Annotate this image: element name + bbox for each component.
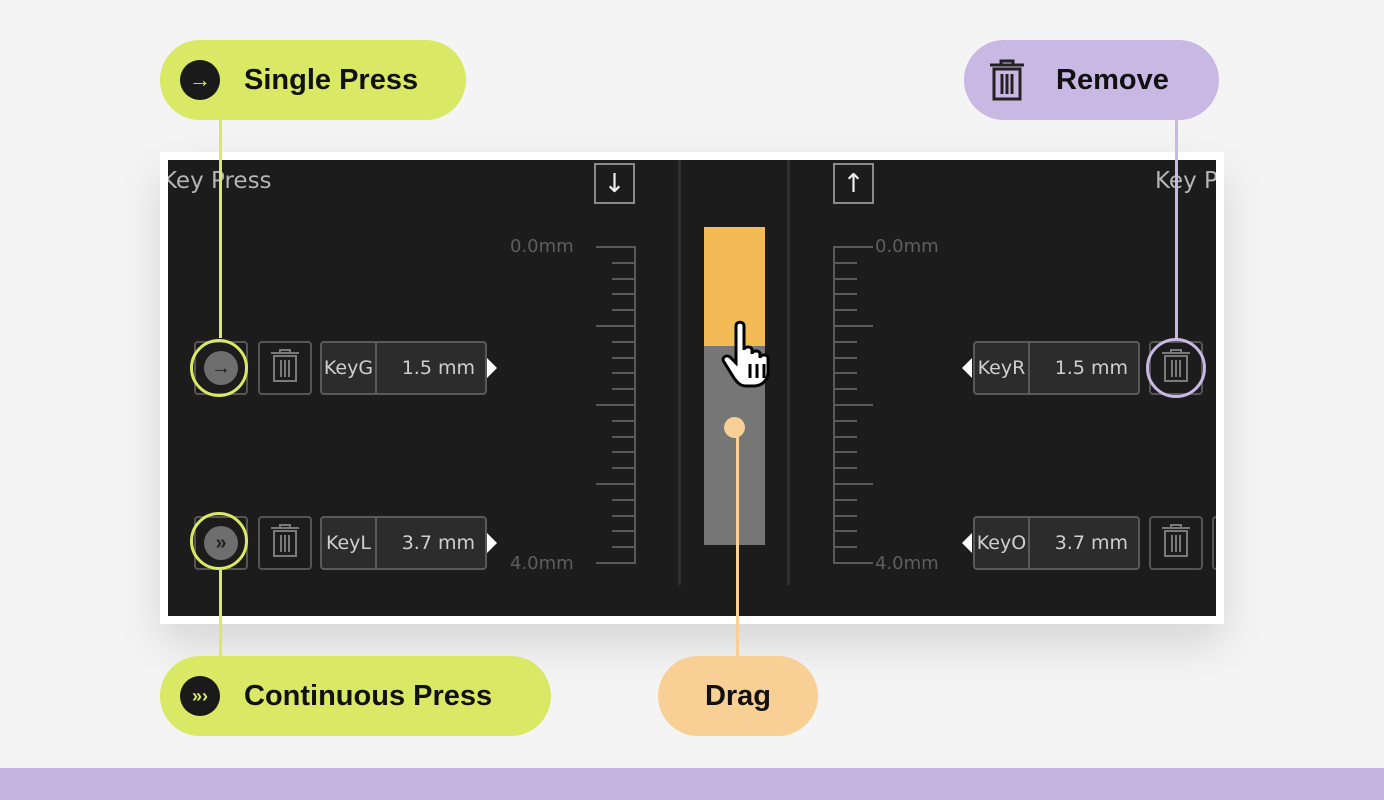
callout-line <box>219 120 222 338</box>
ruler-tick <box>612 372 636 375</box>
ruler-tick <box>612 546 636 549</box>
ruler-tick <box>833 246 873 248</box>
key-label: KeyL <box>322 518 377 568</box>
ruler-tick <box>612 309 636 312</box>
down-arrow-icon[interactable]: ↓ <box>594 163 635 204</box>
ruler-tick <box>612 451 636 454</box>
pointer-left-icon <box>962 533 972 553</box>
arrow-right-icon: → <box>180 60 220 100</box>
ruler-tick <box>833 451 857 454</box>
actuation-value: 3.7 mm <box>401 532 475 554</box>
ruler-tick <box>596 483 636 485</box>
callout-label: Single Press <box>244 63 419 96</box>
ruler-tick <box>612 356 636 359</box>
highlight-ring <box>190 339 248 397</box>
callout-label: Continuous Press <box>244 679 493 712</box>
ruler-tick <box>612 293 636 296</box>
ruler-tick <box>596 404 636 406</box>
ruler-tick <box>833 435 857 438</box>
callout-line <box>219 570 222 656</box>
continuous-press-callout: »› Continuous Press <box>160 656 551 736</box>
key-label: KeyO <box>975 518 1030 568</box>
ruler-tick <box>596 325 636 327</box>
ruler-top-label: 0.0mm <box>875 236 939 257</box>
ruler-tick <box>833 372 857 375</box>
delete-button[interactable] <box>1149 516 1203 570</box>
key-actuation-field[interactable]: KeyO 3.7 mm <box>973 516 1140 570</box>
key-settings-panel: Key Press Key P ↓ ↑ 0.0mm 4.0mm 0.0mm 4.… <box>168 160 1216 616</box>
delete-button[interactable] <box>258 516 312 570</box>
hand-cursor-icon <box>721 320 770 388</box>
highlight-ring <box>190 512 248 570</box>
mode-button[interactable] <box>1212 516 1216 570</box>
ruler-tick <box>833 388 857 391</box>
key-actuation-field[interactable]: KeyG 1.5 mm <box>320 341 487 395</box>
actuation-value: 1.5 mm <box>1054 357 1128 379</box>
pointer-right-icon <box>487 358 497 378</box>
ruler-tick <box>612 419 636 422</box>
ruler-tick <box>612 498 636 501</box>
callout-label: Drag <box>704 679 772 712</box>
ruler-tick <box>833 277 857 280</box>
ruler-tick <box>596 246 636 248</box>
ruler-tick <box>833 419 857 422</box>
drag-callout: Drag <box>658 656 818 736</box>
ruler-tick <box>612 261 636 264</box>
ruler-tick <box>833 530 857 533</box>
ruler-tick <box>612 435 636 438</box>
actuation-value: 3.7 mm <box>1054 532 1128 554</box>
remove-callout: Remove <box>964 40 1219 120</box>
ruler-tick <box>833 325 873 327</box>
triple-chevron-icon: »› <box>180 676 220 716</box>
ruler-tick <box>612 277 636 280</box>
ruler-tick <box>833 546 857 549</box>
highlight-ring <box>1146 338 1206 398</box>
callout-label: Remove <box>1056 63 1169 96</box>
callout-line <box>1175 120 1178 339</box>
key-label: KeyR <box>975 343 1030 393</box>
pointer-left-icon <box>962 358 972 378</box>
bottom-band <box>0 768 1384 800</box>
trash-icon <box>1161 523 1191 563</box>
single-press-callout: → Single Press <box>160 40 466 120</box>
divider <box>678 160 681 585</box>
key-label: KeyG <box>322 343 377 393</box>
up-arrow-icon[interactable]: ↑ <box>833 163 874 204</box>
divider <box>787 160 790 585</box>
key-actuation-field[interactable]: KeyL 3.7 mm <box>320 516 487 570</box>
ruler-tick <box>833 356 857 359</box>
key-actuation-field[interactable]: KeyR 1.5 mm <box>973 341 1140 395</box>
ruler-tick <box>833 293 857 296</box>
right-panel-title: Key P <box>1155 168 1216 194</box>
ruler-tick <box>833 261 857 264</box>
ruler-tick <box>833 483 873 485</box>
ruler-bottom-label: 4.0mm <box>510 553 574 574</box>
actuation-value: 1.5 mm <box>401 357 475 379</box>
ruler-tick <box>833 340 857 343</box>
ruler-tick <box>833 467 857 470</box>
ruler-tick <box>833 309 857 312</box>
trash-icon <box>270 523 300 563</box>
ruler-tick <box>596 562 636 564</box>
ruler-top-label: 0.0mm <box>510 236 574 257</box>
ruler-tick <box>833 562 873 564</box>
ruler-tick <box>612 388 636 391</box>
trash-icon <box>990 59 1024 101</box>
ruler-bottom-label: 4.0mm <box>875 553 939 574</box>
ruler-tick <box>833 404 873 406</box>
drag-handle[interactable] <box>724 417 745 439</box>
ruler-tick <box>612 340 636 343</box>
delete-button[interactable] <box>258 341 312 395</box>
ruler-tick <box>833 498 857 501</box>
ruler-tick <box>833 514 857 517</box>
ruler-tick <box>612 530 636 533</box>
trash-icon <box>270 348 300 388</box>
pointer-right-icon <box>487 533 497 553</box>
ruler-tick <box>612 467 636 470</box>
callout-line <box>736 437 739 656</box>
ruler-tick <box>612 514 636 517</box>
